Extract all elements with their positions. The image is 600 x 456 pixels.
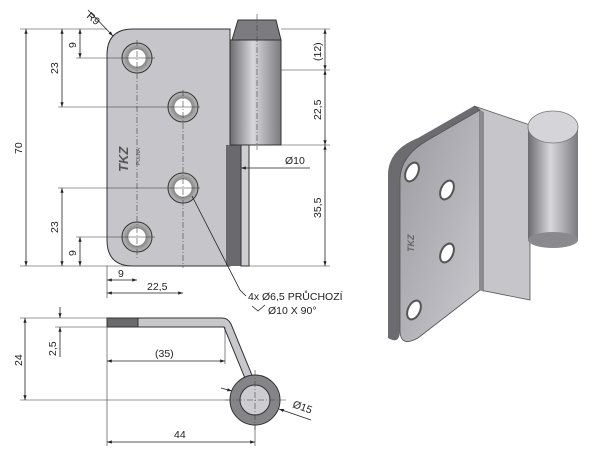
iso-bend [473, 105, 531, 301]
dim-overall-height: 70 [13, 142, 25, 154]
barrel-section [229, 39, 282, 146]
dim-side-height: 24 [13, 354, 25, 366]
svg-text:TKZ: TKZ [116, 146, 131, 172]
dim-hole-x1: 9 [118, 268, 124, 280]
dim-pin-exposed: 35,5 [312, 197, 324, 218]
dim-barrel-length: 22,5 [312, 99, 324, 120]
dim-pin-cap: (12) [312, 42, 324, 61]
iso-barrel [528, 125, 578, 240]
hole-note: 4x Ø6,5 PRŮCHOZÍ [248, 290, 343, 303]
plate-dark-end [107, 318, 138, 327]
svg-text:POLNA: POLNA [136, 147, 142, 165]
logo: TKZ POLNA [116, 146, 142, 172]
dim-top-hole-pitch: 23 [49, 62, 61, 74]
iso-plate-face [399, 109, 481, 342]
dim-radius: R9 [84, 10, 102, 28]
plate-bend-shadow [226, 145, 241, 266]
dim-hole-x2: 22,5 [147, 281, 168, 293]
iso-plate-edge [388, 106, 480, 341]
pin [240, 144, 250, 267]
dim-overall-length: 44 [174, 429, 186, 441]
countersink-note: Ø10 X 90° [268, 305, 317, 317]
dim-bottom-hole-pitch: 23 [49, 221, 61, 233]
plate-profile [137, 317, 257, 389]
iso-holes [404, 161, 455, 321]
dim-pin-diameter: Ø10 [285, 155, 305, 167]
side-view: 24 2,5 (35) 44 Ø15 [13, 307, 314, 446]
dim-bottom-hole-offset: 9 [67, 250, 79, 256]
isometric-view: TKZ [388, 105, 579, 342]
iso-pin-cap [527, 110, 579, 144]
dim-flat-length: (35) [155, 348, 174, 360]
svg-text:TKZ: TKZ [406, 234, 416, 252]
pin-cap [231, 19, 282, 41]
dim-top-hole-offset: 9 [67, 42, 79, 48]
iso-logo: TKZ [406, 234, 416, 252]
dim-thickness: 2,5 [47, 341, 59, 356]
front-view: TKZ POLNA R9 70 23 9 23 9 (12) 22,5 35,5… [13, 9, 343, 317]
